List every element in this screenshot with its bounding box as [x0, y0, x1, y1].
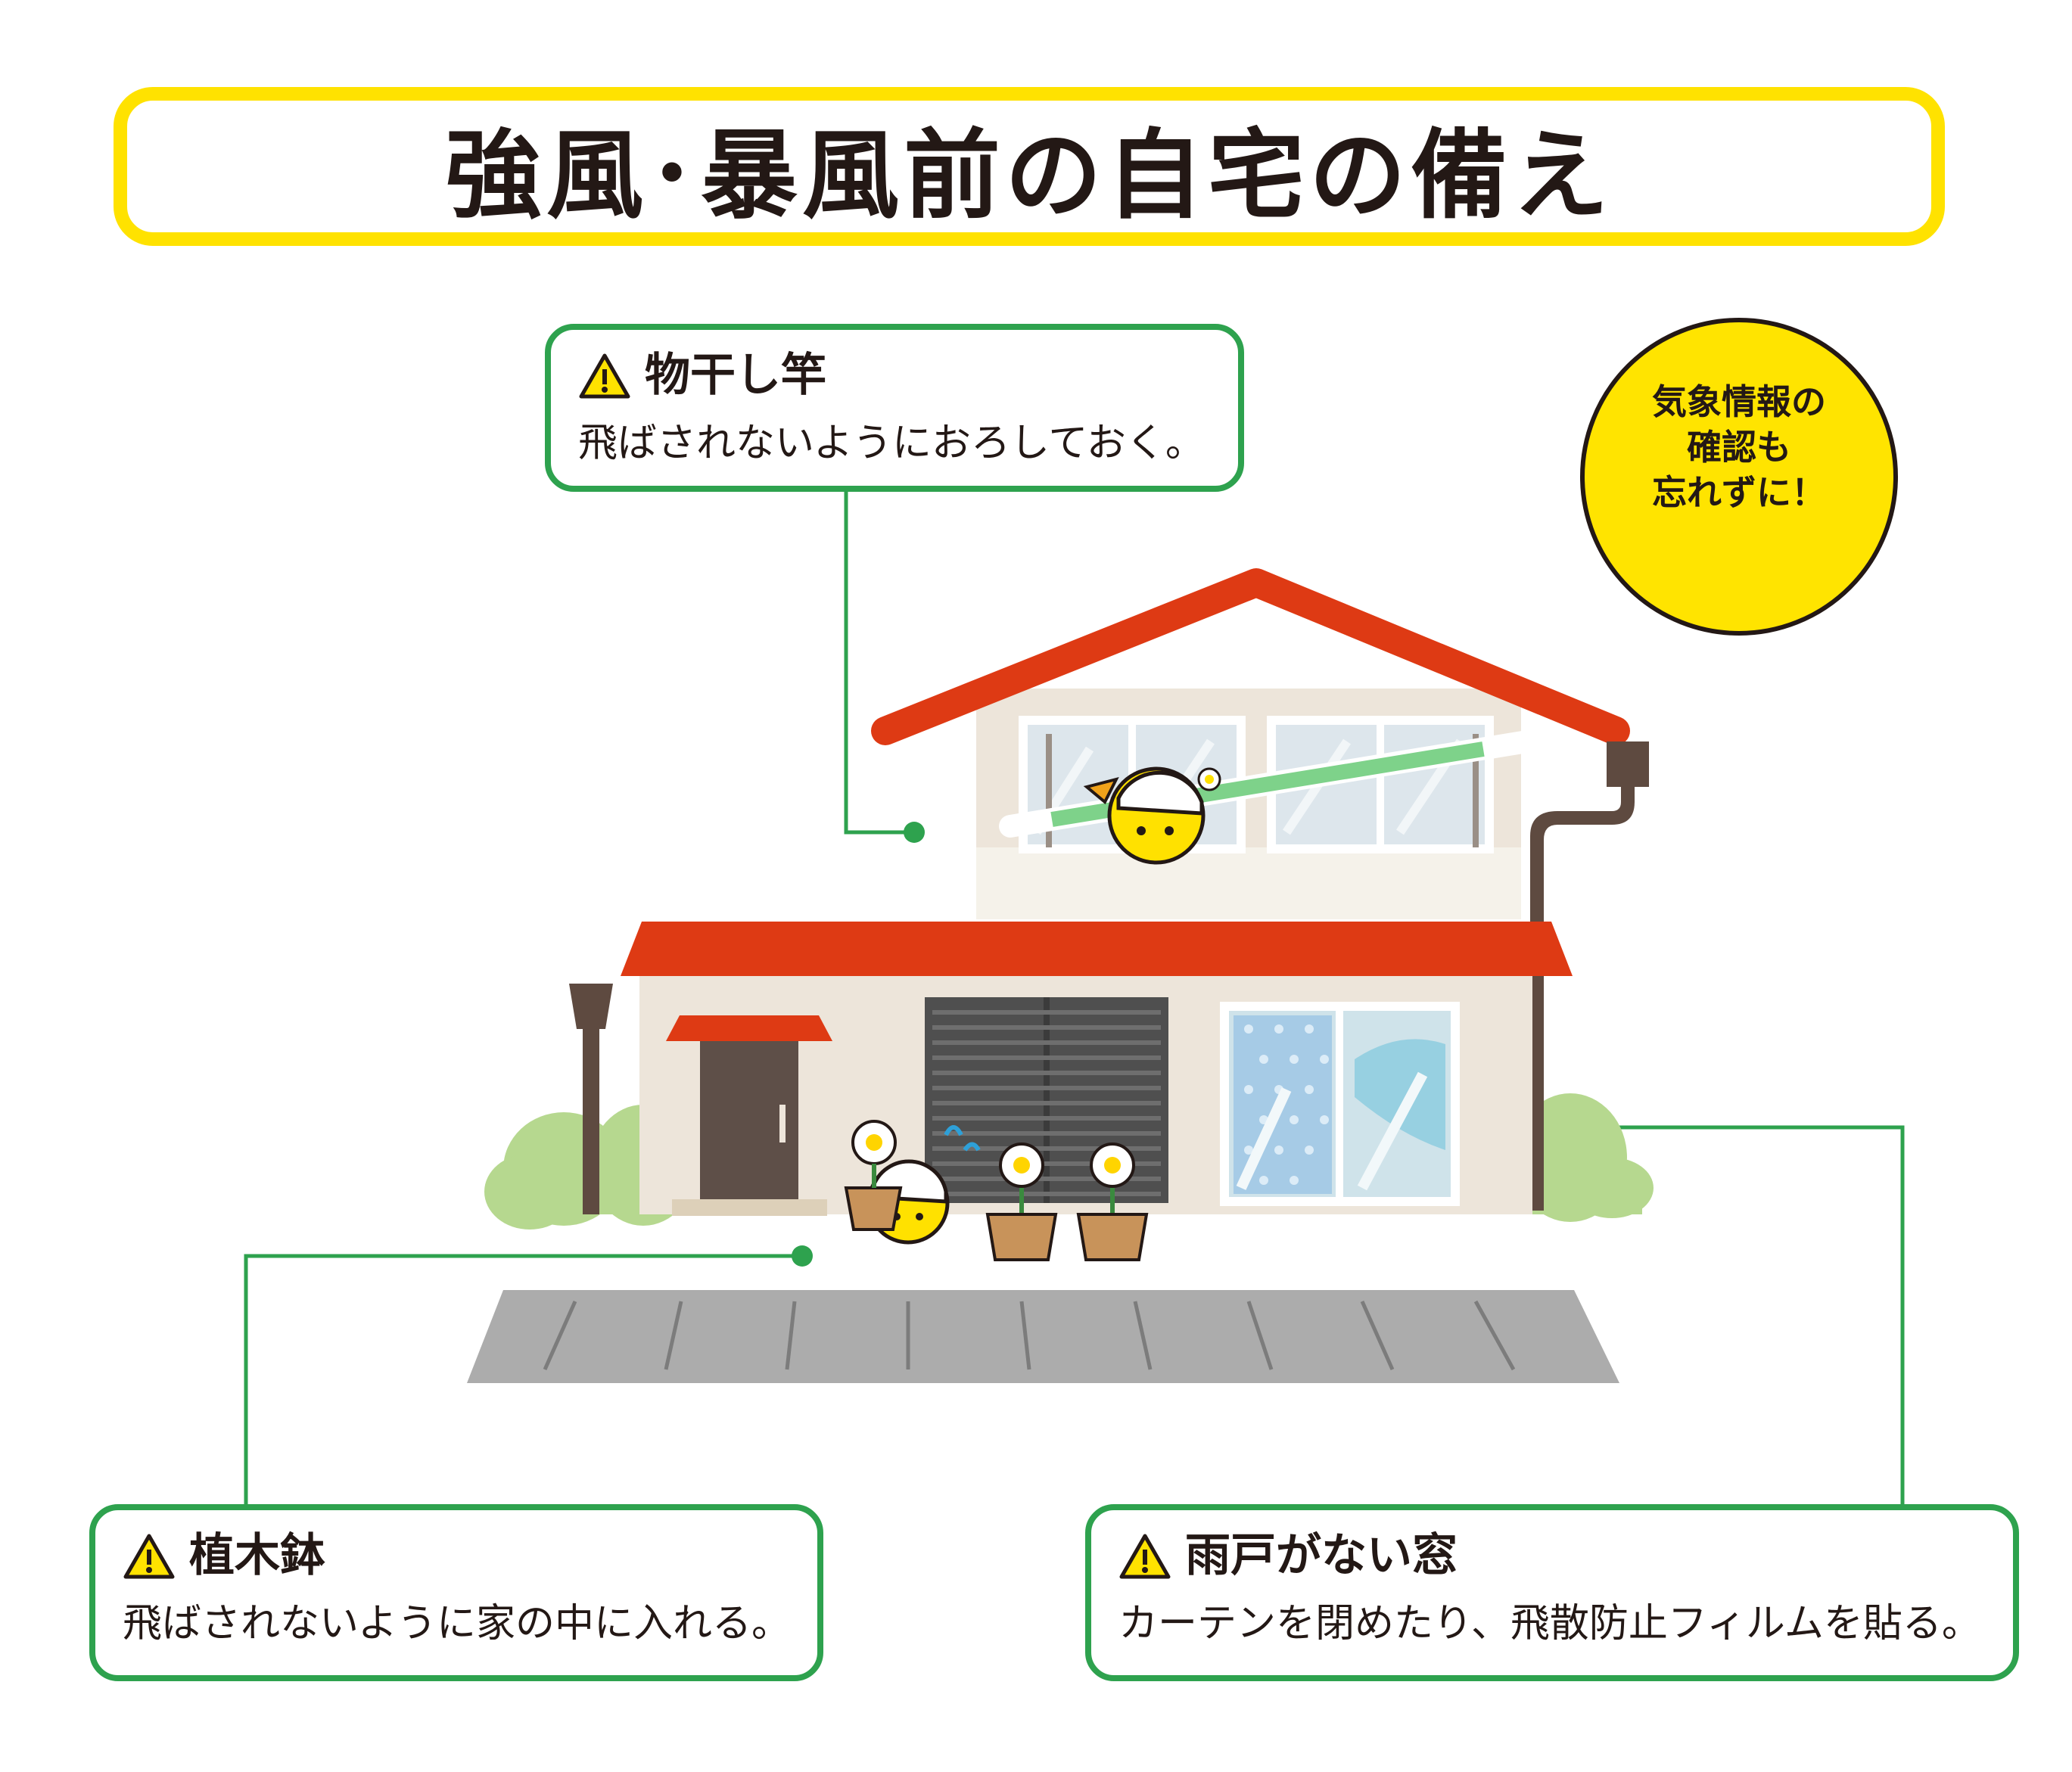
- entrance-step: [672, 1199, 827, 1216]
- warning-icon: [123, 1534, 175, 1578]
- callout-window: 雨戸がない窓 カーテンを閉めたり、飛散防止フィルムを貼る。: [1085, 1504, 2019, 1681]
- badge-line-2: 確認も: [1687, 426, 1791, 468]
- downspout-left: [569, 984, 613, 1214]
- callout-heading: 植木鉢: [189, 1529, 325, 1582]
- callout-plant-pot: 植木鉢 飛ばされないように家の中に入れる。: [89, 1504, 823, 1681]
- callout-text: 飛ばされないようにおろしておく。: [578, 421, 1205, 466]
- connector-laundry-pole: [844, 492, 914, 835]
- chick-character-upper: [1083, 766, 1221, 865]
- connector-dot-plant-pot: [792, 1245, 813, 1267]
- plant-pot-1: [985, 1142, 1058, 1261]
- lower-window: [1220, 1002, 1460, 1206]
- title-box: 強風･暴風前の自宅の備え: [114, 87, 1945, 246]
- upper-roof: [871, 568, 1630, 745]
- connector-plant-pot: [244, 1254, 802, 1504]
- warning-icon: [1119, 1534, 1171, 1578]
- callout-heading: 物干し竿: [645, 349, 826, 402]
- callout-laundry-pole: 物干し竿 飛ばされないようにおろしておく。: [545, 324, 1244, 492]
- badge-line-1: 気象情報の: [1652, 381, 1826, 422]
- connector-window: [1485, 1125, 1905, 1504]
- badge-line-3: 忘れずに！: [1652, 471, 1826, 513]
- callout-text: カーテンを閉めたり、飛散防止フィルムを貼る。: [1118, 1601, 1981, 1646]
- balcony-rail: [976, 847, 1521, 919]
- entrance-canopy: [666, 1015, 832, 1041]
- connector-dot-laundry-pole: [904, 822, 925, 843]
- callout-text: 飛ばされないように家の中に入れる。: [123, 1601, 791, 1646]
- downspout-right: [1530, 741, 1649, 1211]
- road-markings: [543, 1300, 1516, 1371]
- connector-lines: [244, 492, 1905, 1504]
- warning-icon: [579, 353, 630, 398]
- plant-pot-2: [1076, 1142, 1149, 1261]
- road: [467, 1290, 1619, 1383]
- callout-heading: 雨戸がない窓: [1185, 1529, 1458, 1582]
- page-title: 強風･暴風前の自宅の備え: [444, 119, 1613, 232]
- lower-roof: [621, 922, 1573, 976]
- weather-info-badge: 気象情報の 確認も 忘れずに！: [1580, 318, 1898, 636]
- chick-character-carrying-pot: [844, 1120, 981, 1245]
